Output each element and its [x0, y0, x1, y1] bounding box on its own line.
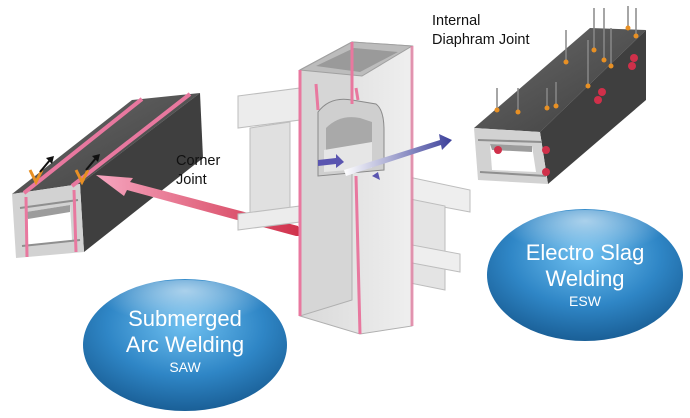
esw-line1: Electro Slag: [525, 240, 645, 265]
corner-joint-line1: Corner: [176, 153, 221, 169]
esw-oval: [487, 209, 683, 341]
saw-text: Submerged Arc Welding SAW: [85, 306, 285, 376]
inner-direction-arrows: [318, 154, 380, 180]
saw-abbr: SAW: [169, 359, 201, 375]
corner-joint-label: Corner Joint: [176, 152, 220, 190]
saw-line1: Submerged: [128, 306, 242, 331]
corner-joint-line2: Joint: [176, 172, 207, 188]
saw-box-column-section: [12, 92, 203, 258]
esw-nozzle-tips: [494, 25, 639, 115]
internal-line2: Diaphram Joint: [432, 32, 530, 48]
saw-oval: [83, 279, 287, 411]
esw-abbr: ESW: [569, 293, 601, 309]
esw-nozzle-icon: [496, 6, 637, 112]
saw-line2: Arc Welding: [125, 332, 245, 357]
esw-line2: Welding: [545, 266, 625, 291]
internal-line1: Internal: [432, 13, 481, 29]
esw-box-column-section: [474, 28, 646, 184]
internal-diaphram-label: Internal Diaphram Joint: [432, 12, 530, 50]
esw-text: Electro Slag Welding ESW: [487, 240, 683, 310]
esw-pointer-arrow: [344, 134, 452, 176]
center-column-joint: [237, 41, 471, 335]
direction-arrow-icon: [39, 154, 100, 173]
saw-torch-icon: [28, 169, 90, 186]
